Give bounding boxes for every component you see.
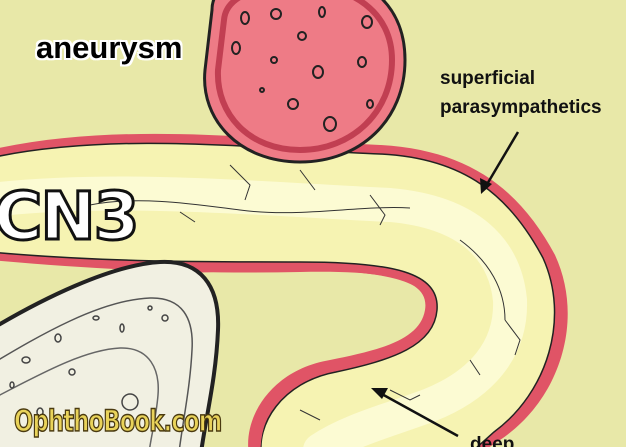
aneurysm-label: aneurysm xyxy=(36,30,182,66)
superficial-label-line2: parasympathetics xyxy=(440,93,602,122)
superficial-label-line1: superficial xyxy=(440,64,602,93)
superficial-parasympathetics-label: superficial parasympathetics xyxy=(440,64,602,122)
deep-label: deep xyxy=(470,434,514,447)
cn3-label: CN3 xyxy=(0,178,138,255)
watermark: OphthoBook.com xyxy=(14,404,222,438)
